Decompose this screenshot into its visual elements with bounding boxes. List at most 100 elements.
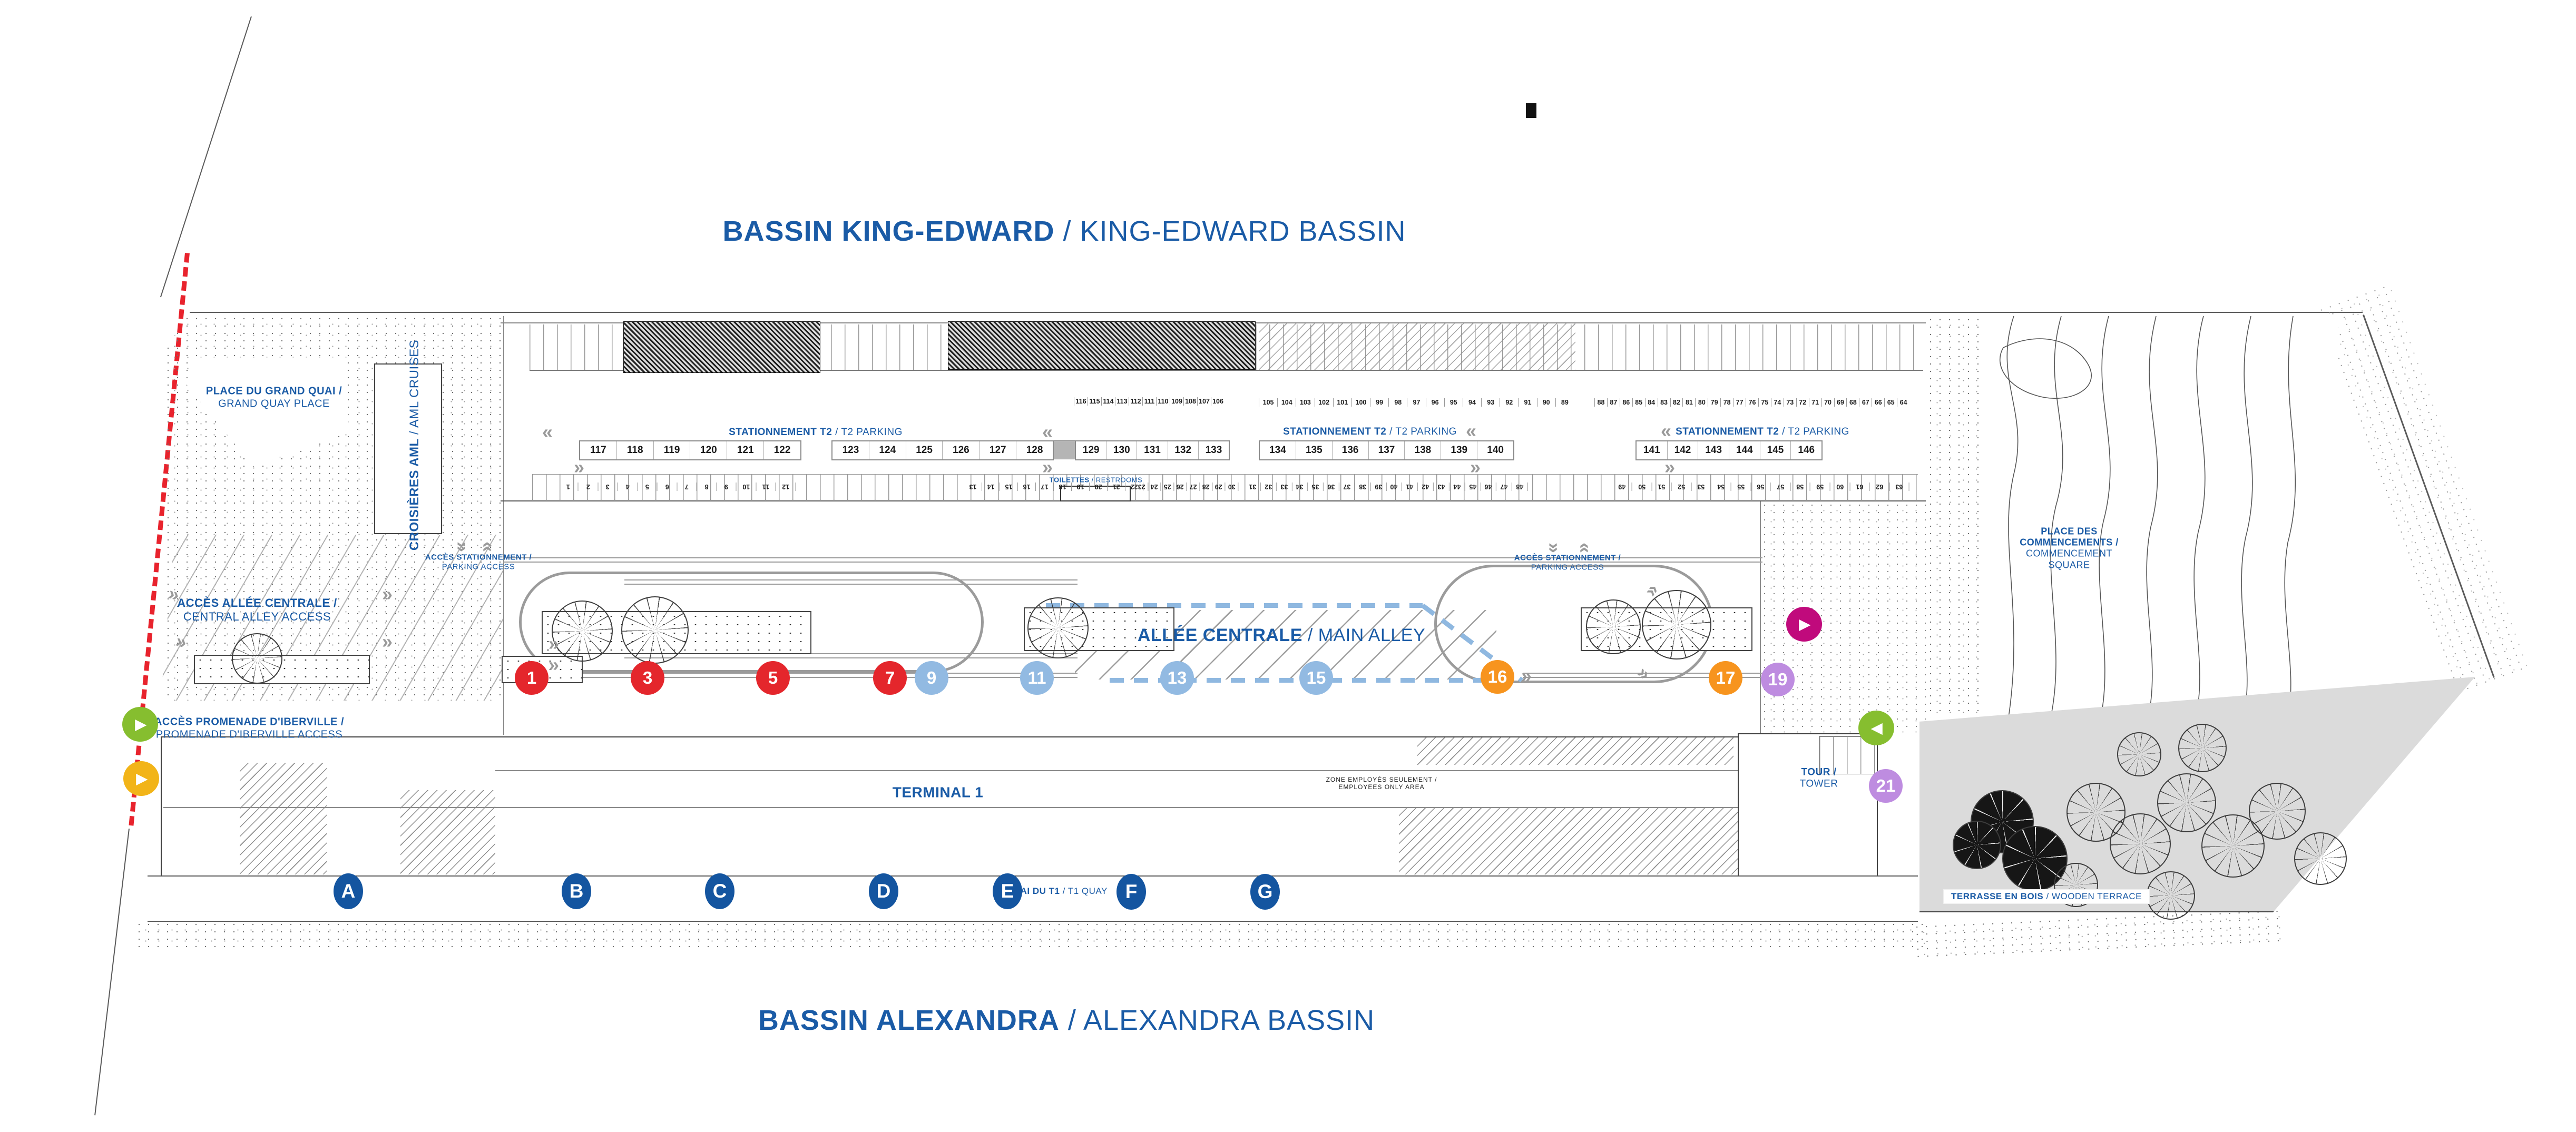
restrooms-block: [1060, 486, 1131, 501]
direction-chevron-icon: »: [381, 631, 393, 652]
parking-stall-number-small: 75: [1758, 398, 1771, 407]
tree-icon: [552, 601, 613, 662]
poi-marker-21: 21: [1869, 769, 1903, 803]
tree-icon: [2178, 724, 2227, 772]
parking-stall-number: 124: [868, 441, 906, 459]
parking-stall-number: 130: [1106, 441, 1137, 459]
bassin-alexandra-title: BASSIN ALEXANDRA / ALEXANDRA BASSIN: [758, 1004, 1375, 1038]
parking-stall-number-small: 113: [1115, 397, 1129, 406]
terminal-1-label: TERMINAL 1: [892, 784, 984, 801]
green-arrow-marker-icon: ▶: [122, 707, 158, 742]
direction-chevron-icon: «: [542, 421, 553, 442]
parking-stall-number-small: 94: [1462, 398, 1481, 407]
parking-stall-number-small: 102: [1314, 398, 1333, 407]
parking-stall-number-small: 107: [1197, 397, 1211, 406]
parking-stall-number: 118: [616, 441, 653, 459]
road-line: [503, 557, 1762, 563]
parking-stall-number-small: 110: [1156, 397, 1170, 406]
parking-stall-number: 120: [690, 441, 727, 459]
parking-stall-number: 131: [1137, 441, 1167, 459]
parking-stall-number: 143: [1698, 441, 1729, 459]
parking-stall-number-small: 69: [1834, 398, 1847, 407]
parking-stall-number-small: 105: [1259, 398, 1277, 407]
parking-stall-number: 128: [1016, 441, 1053, 459]
acces-stationnement-right-label: ACCÈS STATIONNEMENT /PARKING ACCESS: [1514, 553, 1621, 572]
poi-marker-17: 17: [1709, 661, 1742, 695]
parking-stall-number-small: 104: [1277, 398, 1296, 407]
parking-stall-number: 123: [842, 445, 859, 456]
tree-icon: [621, 596, 689, 664]
t1-quay-strip: [148, 875, 1918, 922]
parking-stall-number: 136: [1331, 441, 1368, 459]
terminal-hatch-c: [1417, 737, 1733, 765]
parking-stall-number-small: 89: [1555, 398, 1574, 407]
poi-marker-19: 19: [1761, 663, 1795, 696]
parking-stall-number-small: 96: [1425, 398, 1444, 407]
parking-stall-number-small: 100: [1351, 398, 1370, 407]
parking-stall-number-small: 92: [1500, 398, 1518, 407]
pedestrian-path-dashed: [1046, 603, 1423, 608]
quay-concrete-edge: [134, 921, 1923, 950]
direction-chevron-icon: «: [1042, 421, 1053, 442]
parking-stall-number: 135: [1295, 441, 1332, 459]
parking-stall-number: 132: [1167, 441, 1198, 459]
flag-symbol: [1526, 103, 1536, 118]
parking-stall-number-small: 114: [1101, 397, 1115, 406]
magenta-arrow-marker-icon: ▶: [1786, 607, 1822, 642]
parking-stall-number-small: 68: [1846, 398, 1859, 407]
parking-stall-number-small: 98: [1388, 398, 1407, 407]
parking-stall-number-small: 95: [1444, 398, 1463, 407]
contour-lines: [2000, 316, 2296, 718]
bassin-alexandra-en: / ALEXANDRA BASSIN: [1059, 1005, 1375, 1037]
parking-stall-number-small: 79: [1708, 398, 1720, 407]
parking-stall-number-small: 111: [1142, 397, 1156, 406]
road-line: [624, 653, 1078, 658]
parking-stall-number-small: 90: [1536, 398, 1555, 407]
planter-bed: [194, 655, 370, 684]
quay-berth-marker-B: B: [562, 873, 591, 909]
parking-stall-number-small: 86: [1619, 398, 1632, 407]
parking-stall-number-small: 65: [1884, 398, 1897, 407]
parking-stall-number-small: 99: [1370, 398, 1388, 407]
parking-stall-number-small: 91: [1518, 398, 1536, 407]
bassin-king-edward-fr: BASSIN KING-EDWARD: [722, 215, 1055, 248]
parking-roof-dark-1: [623, 321, 820, 373]
left-zone-divider: [503, 316, 504, 735]
parking-stall-number-small: 108: [1183, 397, 1197, 406]
aml-cruises-building: [374, 363, 442, 534]
tour-label: TOUR /TOWER: [1799, 766, 1838, 790]
parking-stall-number-small: 87: [1607, 398, 1620, 407]
acces-stationnement-left-label: ACCÈS STATIONNEMENT /PARKING ACCESS: [425, 553, 532, 571]
tree-icon: [1953, 821, 2001, 869]
direction-chevron-icon: «: [1465, 420, 1477, 441]
direction-chevron-icon: »: [1470, 456, 1481, 478]
quay-berth-marker-A: A: [334, 873, 363, 909]
parking-stall-number: 142: [1667, 441, 1698, 459]
stationnement-t2-label-3: STATIONNEMENT T2 / T2 PARKING: [1676, 426, 1849, 437]
parking-roof-dark-2: [948, 321, 1256, 370]
parking-stall-number: 140: [1477, 441, 1513, 459]
parking-stall-number: 144: [1729, 441, 1760, 459]
parking-stall-number-small: 101: [1333, 398, 1351, 407]
parking-stall-number-small: 64: [1897, 398, 1909, 407]
site-top-edge: [190, 312, 2363, 313]
parking-stall-number-small: 93: [1481, 398, 1500, 407]
parking-bottom-edge: [501, 500, 1926, 501]
place-du-grand-quai-label: PLACE DU GRAND QUAI /GRAND QUAY PLACE: [205, 385, 342, 409]
parking-stall-number-small: 88: [1594, 398, 1607, 407]
parking-stall-number: 138: [1404, 441, 1441, 459]
acces-allee-centrale-label: ACCÈS ALLÉE CENTRALE /CENTRAL ALLEY ACCE…: [177, 596, 337, 623]
tree-icon: [2249, 783, 2306, 840]
quay-berth-marker-F: F: [1116, 874, 1146, 910]
toilettes-label: TOILETTES / RESTROOMS: [1049, 476, 1143, 484]
parking-stall-number: 139: [1441, 441, 1477, 459]
